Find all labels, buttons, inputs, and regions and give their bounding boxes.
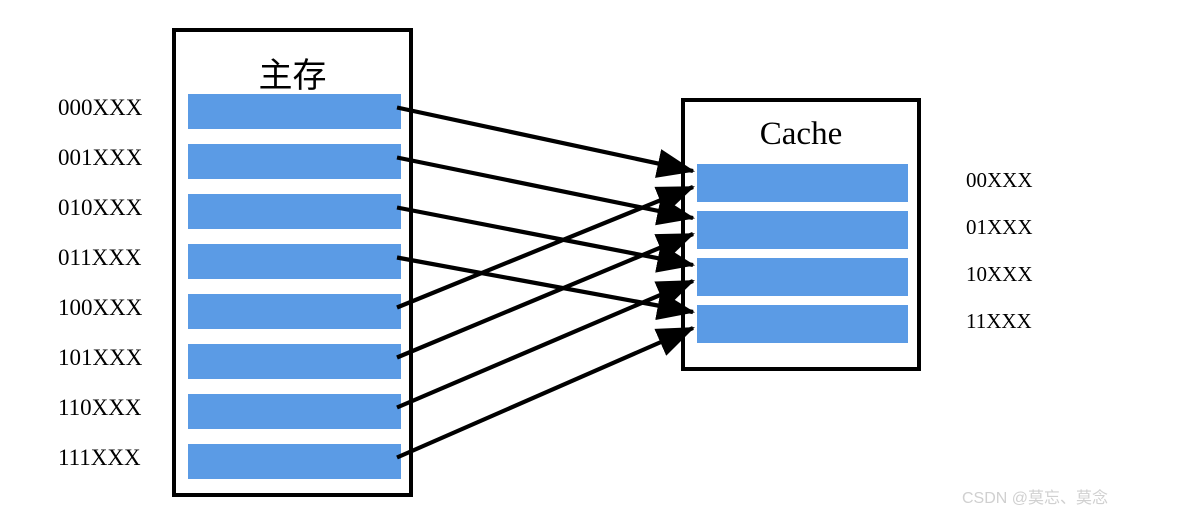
mapping-arrow bbox=[396, 155, 696, 226]
main-memory-block bbox=[188, 194, 401, 229]
main-memory-address-label: 001XXX bbox=[58, 144, 143, 170]
main-memory-address-label: 010XXX bbox=[58, 194, 143, 220]
mapping-arrow bbox=[396, 279, 695, 410]
main-memory-block bbox=[188, 344, 401, 379]
cache-address-label: 10XXX bbox=[966, 262, 1033, 286]
main-memory-title: 主存 bbox=[258, 58, 327, 95]
cache-box: Cache bbox=[681, 98, 921, 371]
cache-address-label: 01XXX bbox=[966, 215, 1033, 239]
cache-block bbox=[697, 305, 908, 343]
main-memory-address-label: 000XXX bbox=[58, 94, 143, 120]
main-memory-block bbox=[188, 294, 401, 329]
mapping-arrow bbox=[396, 326, 695, 460]
cache-block bbox=[697, 164, 908, 202]
cache-address-label: 00XXX bbox=[966, 168, 1033, 192]
main-memory-address-label: 110XXX bbox=[58, 394, 142, 420]
cache-title: Cache bbox=[759, 116, 843, 152]
cache-block bbox=[697, 258, 908, 296]
mapping-arrow bbox=[396, 232, 695, 360]
main-memory-address-label: 011XXX bbox=[58, 244, 142, 270]
cache-block bbox=[697, 211, 908, 249]
main-memory-box: 主存 bbox=[172, 28, 413, 497]
csdn-watermark: CSDN @莫忘、莫念 bbox=[962, 490, 1109, 507]
main-memory-address-label: 100XXX bbox=[58, 294, 143, 320]
main-memory-block bbox=[188, 394, 401, 429]
main-memory-block bbox=[188, 244, 401, 279]
main-memory-block bbox=[188, 144, 401, 179]
mapping-arrow bbox=[396, 105, 696, 178]
mapping-arrow bbox=[396, 185, 695, 310]
mapping-arrow bbox=[396, 255, 696, 320]
cache-address-label: 11XXX bbox=[966, 309, 1032, 333]
main-memory-address-label: 111XXX bbox=[58, 444, 141, 470]
main-memory-block bbox=[188, 94, 401, 129]
main-memory-block bbox=[188, 444, 401, 479]
main-memory-address-label: 101XXX bbox=[58, 344, 143, 370]
mapping-arrow bbox=[396, 205, 696, 273]
